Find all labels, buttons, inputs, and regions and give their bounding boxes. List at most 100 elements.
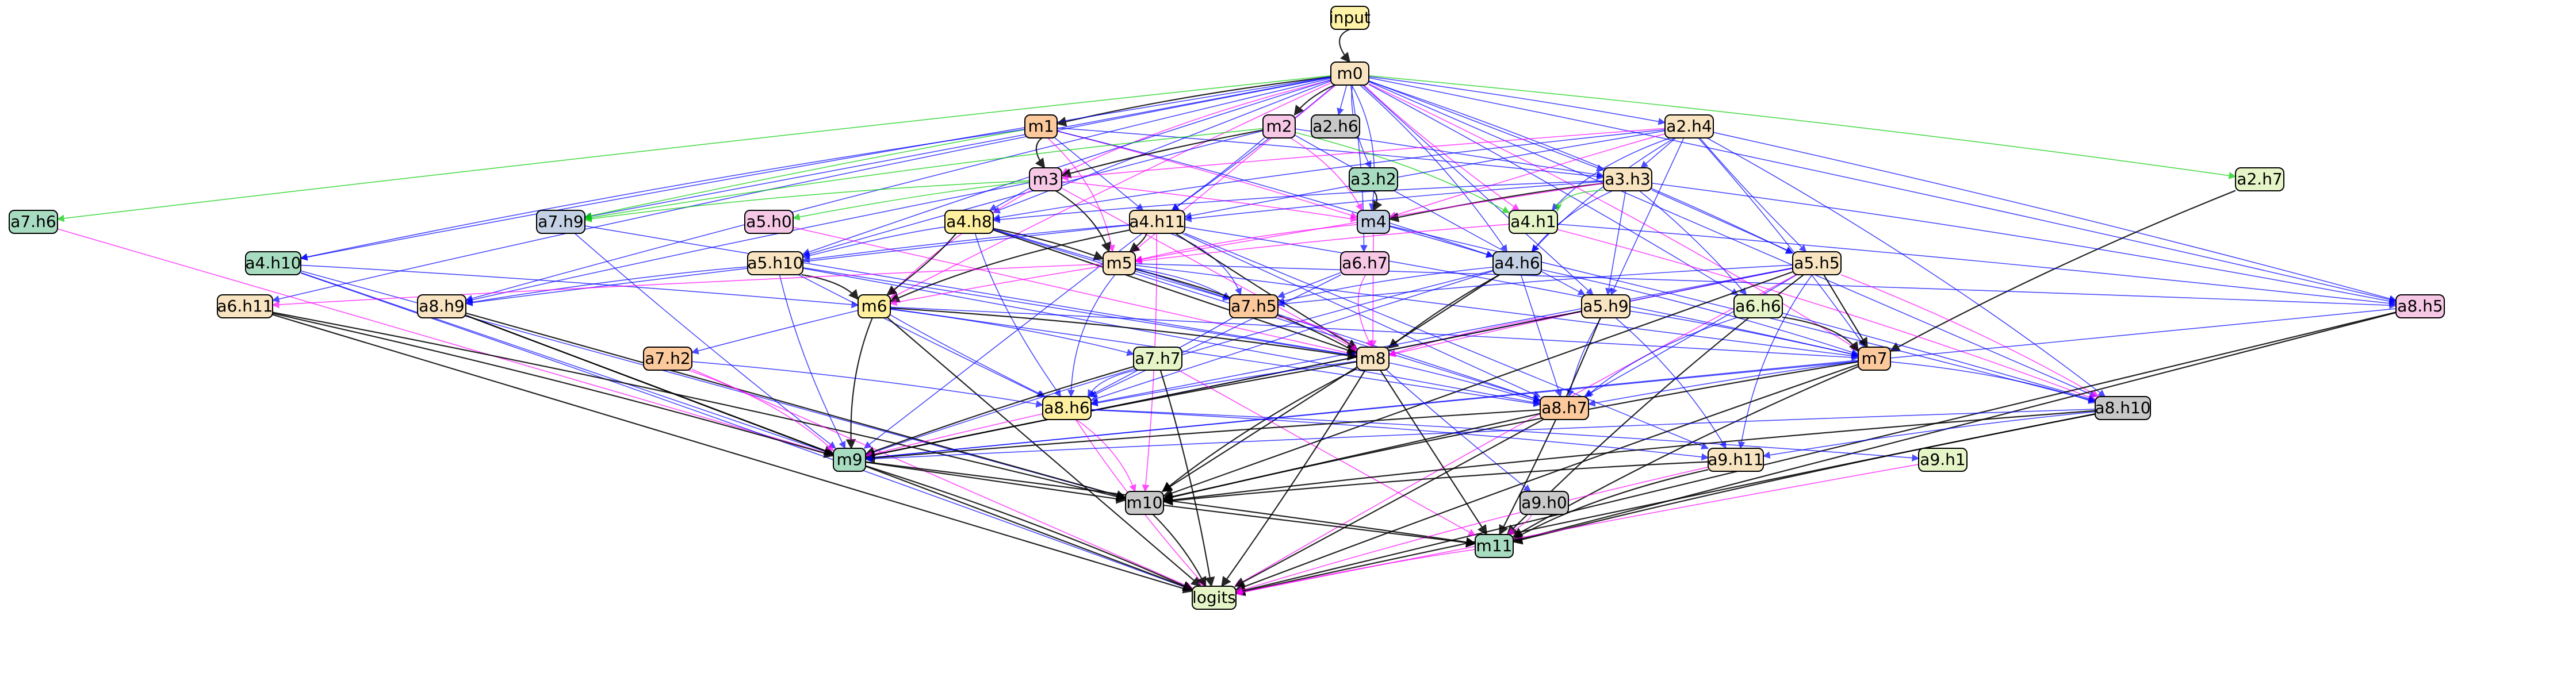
node-a2-h4[interactable]: a2.h4 [1664, 114, 1714, 139]
node-label: a7.h9 [538, 212, 583, 231]
node-m2[interactable]: m2 [1262, 114, 1296, 139]
node-label: m9 [836, 450, 862, 469]
edge-m2-to-m4 [1290, 137, 1362, 212]
node-a7-h2[interactable]: a7.h2 [643, 347, 692, 371]
node-a4-h8[interactable]: a4.h8 [944, 210, 994, 234]
node-a7-h7[interactable]: a7.h7 [1133, 347, 1182, 371]
node-a6-h11[interactable]: a6.h11 [217, 294, 273, 318]
node-a2-h7[interactable]: a2.h7 [2235, 167, 2284, 191]
node-a7-h9[interactable]: a7.h9 [536, 210, 585, 234]
node-box [833, 448, 866, 472]
edge-a3.h3-to-a4.h11 [1184, 181, 1604, 222]
node-a5-h9[interactable]: a5.h9 [1581, 294, 1630, 318]
edge-a5.h9-to-m11 [1499, 317, 1601, 536]
node-a7-h6[interactable]: a7.h6 [9, 210, 58, 234]
node-m4[interactable]: m4 [1357, 210, 1390, 234]
edge-a3.h2-to-m4 [1373, 190, 1383, 212]
edge-a4.h11-to-m7 [1184, 226, 1859, 358]
edge-m0-to-a6.h11 [271, 77, 1331, 303]
node-a8-h6[interactable]: a8.h6 [1042, 396, 1092, 420]
edge-m0-to-a4.h10 [300, 76, 1331, 261]
edge-m3-to-a7.h9 [584, 180, 1030, 223]
edge-a8.h6-to-a9.h1 [1090, 409, 1920, 462]
edge-a8.h5-to-m11 [1512, 312, 2397, 544]
edge-m11-to-logits [1235, 549, 1476, 596]
node-a5-h0[interactable]: a5.h0 [744, 210, 794, 234]
edge-m5-to-a8.h6 [1067, 274, 1116, 398]
edge-m5-to-m7 [1135, 264, 1859, 360]
node-a5-h10[interactable]: a5.h10 [747, 251, 803, 275]
edge-a4.h6-to-a8.h6 [1090, 270, 1494, 402]
edge-a4.h8-to-m5 [993, 228, 1104, 260]
node-label: a4.h11 [1129, 212, 1185, 231]
node-m0[interactable]: m0 [1330, 61, 1369, 86]
edge-m2-to-a5.h10 [802, 130, 1264, 257]
node-a9-h0[interactable]: a9.h0 [1519, 491, 1569, 515]
node-m5[interactable]: m5 [1103, 251, 1136, 275]
node-a4-h11[interactable]: a4.h11 [1129, 210, 1185, 234]
edge-a2.h4-to-a8.h10 [1706, 137, 2106, 397]
edge-a4.h10-to-m6 [300, 264, 859, 309]
node-a4-h1[interactable]: a4.h1 [1509, 210, 1558, 234]
node-a4-h10[interactable]: a4.h10 [245, 251, 301, 275]
node-a8-h7[interactable]: a8.h7 [1540, 396, 1589, 420]
node-a7-h5[interactable]: a7.h5 [1229, 294, 1279, 318]
edge-a2.h4-to-a4.h6 [1531, 137, 1675, 252]
edge-a4.h10-to-m9 [300, 272, 835, 456]
edge-m2-to-m3 [1061, 129, 1264, 178]
edge-a4.h8-to-m8 [993, 229, 1358, 355]
node-input[interactable]: input [1329, 6, 1371, 30]
edge-m8-to-m11 [1380, 370, 1488, 536]
node-m9[interactable]: m9 [833, 448, 866, 472]
node-m1[interactable]: m1 [1024, 114, 1058, 139]
node-a3-h2[interactable]: a3.h2 [1349, 167, 1398, 191]
node-box [1918, 448, 1968, 472]
edge-a2.h4-to-m7 [1698, 137, 1866, 348]
node-a8-h5[interactable]: a8.h5 [2395, 294, 2445, 318]
node-box [1858, 347, 1891, 371]
node-m11[interactable]: m11 [1475, 534, 1514, 558]
edge-a7.h5-to-m8 [1277, 316, 1357, 352]
edge-a4.h8-to-a8.h6 [974, 233, 1062, 398]
node-a6-h6[interactable]: a6.h6 [1733, 294, 1783, 318]
edge-m2-to-a4.h1 [1295, 132, 1510, 213]
node-a4-h6[interactable]: a4.h6 [1492, 251, 1542, 275]
edge-a2.h4-to-a4.h11 [1184, 130, 1666, 220]
edge-m1-to-a4.h11 [1054, 137, 1144, 211]
node-a5-h5[interactable]: a5.h5 [1792, 251, 1842, 275]
node-a2-h6[interactable]: a2.h6 [1311, 114, 1360, 139]
edge-a5.h9-to-m7 [1629, 310, 1859, 358]
node-a9-h11[interactable]: a9.h11 [1708, 448, 1764, 472]
node-box [536, 210, 585, 234]
node-m3[interactable]: m3 [1029, 167, 1062, 191]
edge-a5.h5-to-logits [1234, 274, 1797, 587]
node-box [643, 347, 692, 371]
edge-m0-to-a4.h8 [992, 80, 1331, 214]
edge-m0-to-a7.h9 [584, 76, 1331, 220]
node-a9-h1[interactable]: a9.h1 [1918, 448, 1968, 472]
node-m6[interactable]: m6 [858, 294, 891, 318]
node-box [1103, 251, 1136, 275]
node-label: a3.h3 [1605, 170, 1650, 189]
node-box [1192, 586, 1237, 610]
edge-m5-to-a6.h11 [271, 263, 1104, 309]
node-logits[interactable]: logits [1192, 586, 1237, 610]
node-a3-h3[interactable]: a3.h3 [1603, 167, 1652, 191]
node-m7[interactable]: m7 [1858, 347, 1891, 371]
nodes: input m0 m1 m2 a2.h6 a2.h4 a7.h6 a2.h7 m3 a3.h2 a3… [9, 6, 2445, 610]
node-a6-h7[interactable]: a6.h7 [1340, 251, 1390, 275]
node-a8-h9[interactable]: a8.h9 [417, 294, 466, 318]
edge-a3.h3-to-a4.h1 [1555, 190, 1604, 212]
edge-m0-to-a2.h6 [1337, 84, 1348, 116]
edge-m1-to-m5 [1047, 137, 1115, 253]
edge-a5.h10-to-a8.h9 [465, 266, 748, 306]
edge-m6-to-m9 [845, 317, 873, 449]
node-label: a3.h2 [1350, 170, 1396, 189]
node-a8-h10[interactable]: a8.h10 [2095, 396, 2151, 420]
edge-m7-to-a8.h7 [1587, 360, 1859, 407]
edge-a4.h11-to-a5.h10 [802, 224, 1130, 263]
node-label: a2.h6 [1312, 117, 1358, 136]
node-m10[interactable]: m10 [1125, 491, 1164, 515]
edge-a5.h10-to-m9 [779, 274, 846, 449]
node-m8[interactable]: m8 [1356, 347, 1390, 371]
